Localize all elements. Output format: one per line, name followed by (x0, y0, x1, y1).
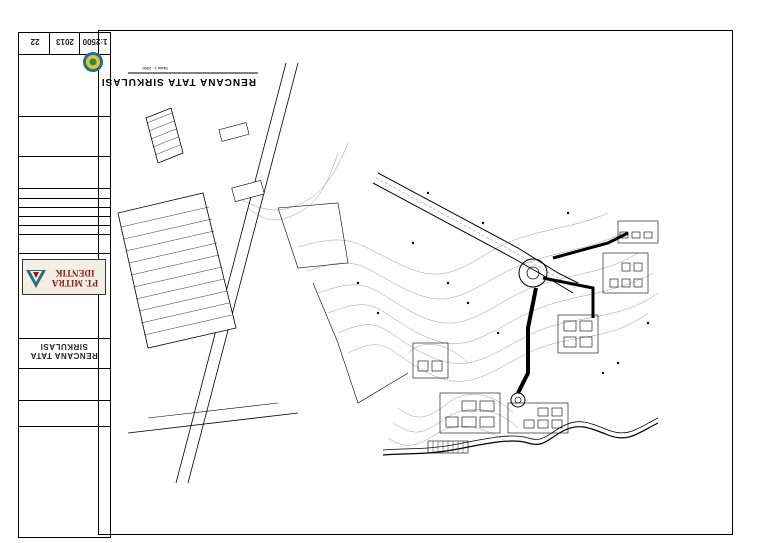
building-cluster-a (557, 314, 599, 354)
access-road (187, 62, 299, 484)
title-block: RENCANA TATA SIRKULASI PT. MITRA IDENTIK (18, 32, 111, 538)
government-seal-icon (83, 52, 103, 72)
roundabout-small (510, 392, 526, 408)
side-road (127, 412, 299, 434)
river-line-inner (382, 417, 659, 451)
site-boundary (312, 282, 409, 404)
site-plan-map (117, 62, 659, 484)
hatched-zone-large (117, 192, 237, 349)
side-road-2 (147, 402, 279, 419)
building-cluster-d (439, 392, 501, 434)
drawing-scale: Skala 1 : 2500 (142, 66, 168, 71)
tree-marks (356, 191, 650, 375)
primary-circulation-3 (552, 231, 629, 260)
main-road (377, 172, 579, 284)
main-road-edge (372, 182, 574, 294)
access-road-edge (175, 62, 287, 484)
primary-circulation (516, 287, 538, 394)
building-cluster-c (507, 402, 569, 434)
consultant-logo: PT. MITRA IDENTIK (22, 259, 106, 295)
parking-stalls (432, 441, 464, 453)
building-cluster-f (617, 220, 659, 244)
roundabout-large (518, 258, 548, 288)
scale-value: 1:2500 (82, 37, 108, 46)
river-line (382, 422, 659, 456)
field-boundary (277, 202, 349, 269)
building-cluster-b (602, 252, 649, 294)
label-box-1 (218, 122, 250, 142)
sheet-no-value: 22 (30, 37, 40, 46)
consultant-logo-mark-icon (26, 270, 46, 288)
consultant-name: PT. MITRA IDENTIK (51, 268, 99, 288)
contour-lines (237, 142, 659, 446)
drawing-title: RENCANA TATA SIRKULASI (100, 76, 256, 87)
hatched-zone-small (145, 107, 184, 164)
primary-circulation-2 (542, 276, 595, 318)
building-cluster-e (412, 342, 449, 379)
year-value: 2013 (56, 37, 74, 46)
label-box-2 (231, 179, 265, 203)
sheet-title: RENCANA TATA SIRKULASI (30, 342, 98, 360)
main-road-center (375, 177, 577, 289)
